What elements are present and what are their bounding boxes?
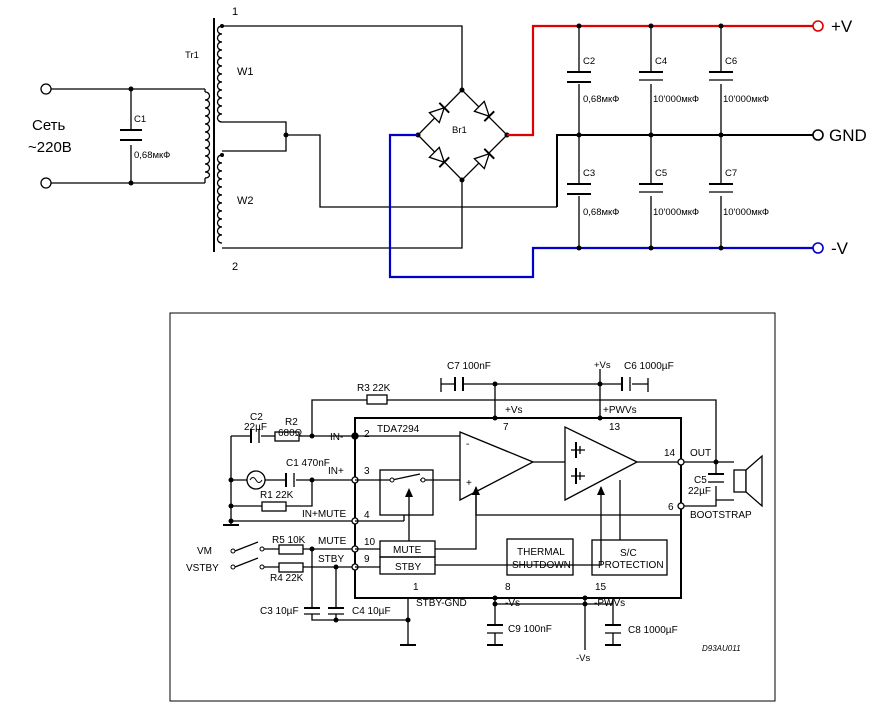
speaker-icon [733,469,747,493]
pin-out: OUT [690,448,711,459]
pin-stby-label: STBY [318,554,344,565]
vstby-label: VSTBY [186,563,219,574]
filter-capacitors: C2 0,68мкФ C3 0,68мкФ C4 10'000мкФ C5 10… [567,23,769,251]
pin-stby-gnd: STBY-GND [416,598,467,609]
pin-in-mute: IN+MUTE [302,509,347,520]
psu-c4-value: 10'000мкФ [653,94,699,105]
transformer-w2: W2 [237,195,254,207]
bridge-rectifier: Br1 [415,87,510,183]
mains-label: Сеть [32,117,66,134]
output-gnd-label: GND [829,126,867,145]
output-terminal-plus [812,20,824,32]
amp-c8: C8 1000µF [628,625,678,636]
pin-vs-minus-label: -Vs [505,598,520,609]
pin-mute-label: MUTE [318,536,347,547]
power-stage [564,425,639,502]
psu-c6-name: C6 [725,56,737,67]
amp-c1: C1 470nF [286,458,330,469]
psu-c7-name: C7 [725,168,737,179]
psu-c4-name: C4 [655,56,667,67]
amp-c5-name: C5 [694,475,707,486]
vm-label: VM [197,546,212,557]
sc-line2: PROTECTION [598,560,664,571]
thermal-line1: THERMAL [517,547,565,558]
pin-9: 9 [364,554,370,565]
pin-8: 8 [505,582,511,593]
psu-c2-value: 0,68мкФ [583,94,619,105]
amp-c5-value: 22µF [688,486,711,497]
amp-r2-value: 680Ω [278,428,303,439]
transformer-w1: W1 [237,66,254,78]
amp-vs-minus-bottom: -Vs [576,653,591,664]
amp-c9: C9 100nF [508,624,552,635]
pin-7: 7 [503,422,509,433]
amp-c2-value: 22µF [244,422,267,433]
drawing-code: D93AU011 [702,644,741,653]
sc-line1: S/C [620,548,637,559]
pin-13: 13 [609,422,621,433]
pin-14: 14 [664,448,676,459]
transformer-name: Tr1 [185,50,199,61]
pin-1: 1 [413,582,419,593]
power-supply-schematic: Сеть ~220В C1 0,68мкФ Tr1 1 2 W1 W2 [28,6,867,279]
pin-pwvs-minus-label: -PWVs [594,598,625,609]
stby-block-label: STBY [395,562,421,573]
bridge-name: Br1 [452,125,467,136]
amp-c4: C4 10µF [352,606,391,617]
pin-3: 3 [364,466,370,477]
psu-c3-name: C3 [583,168,595,179]
output-minus-label: -V [831,239,849,258]
output-terminal-gnd [812,129,824,141]
amp-vs-plus: +Vs [594,360,611,371]
psu-c7-value: 10'000мкФ [723,207,769,218]
mains-terminal-bottom [40,177,52,189]
mute-block-label: MUTE [393,545,422,556]
transformer-pin1: 1 [232,6,238,18]
output-terminal-minus [812,242,824,254]
pin-bootstrap: BOOTSTRAP [690,510,752,521]
psu-c1-value: 0,68мкФ [134,150,170,161]
input-opamp [459,431,535,502]
pin-2: 2 [364,429,370,440]
pin-pwvs-plus-label: +PWVs [603,405,637,416]
pin-6: 6 [668,502,674,513]
output-plus-label: +V [831,17,853,36]
pin-10: 10 [364,537,376,548]
psu-c5-value: 10'000мкФ [653,207,699,218]
amp-r2-name: R2 [285,417,298,428]
psu-c6-value: 10'000мкФ [723,94,769,105]
mute-switch-box [379,469,434,516]
psu-c5-name: C5 [655,168,667,179]
amp-c7: C7 100nF [447,361,491,372]
amp-c2-name: C2 [250,412,263,423]
pin-vs-plus-label: +Vs [505,405,523,416]
psu-c2-name: C2 [583,56,595,67]
pin-in-plus: IN+ [328,466,344,477]
mains-terminal-top [40,83,52,95]
transformer-pin2: 2 [232,261,238,273]
amp-c3: C3 10µF [260,606,299,617]
pin-in-minus: IN- [330,432,343,443]
amp-c6: C6 1000µF [624,361,674,372]
amp-r1: R1 22K [260,490,294,501]
amplifier-schematic: TDA7294 C7 100nF C6 1000µF +Vs +Vs +PWVs… [169,312,776,702]
opamp-minus: - [466,439,469,450]
chip-name: TDA7294 [377,424,420,435]
amp-r3: R3 22K [357,383,391,394]
pin-15: 15 [595,582,607,593]
pin-4: 4 [364,510,370,521]
amp-r5: R5 10K [272,535,306,546]
thermal-line2: SHUTDOWN [512,560,571,571]
psu-c1-name: C1 [134,114,146,125]
amplifier-frame [169,312,776,702]
thermal-shutdown-block [506,538,574,576]
psu-c3-value: 0,68мкФ [583,207,619,218]
amp-r4: R4 22K [270,573,304,584]
sc-protection-block [591,539,668,576]
opamp-plus: + [466,478,472,489]
mains-voltage: ~220В [28,139,72,156]
